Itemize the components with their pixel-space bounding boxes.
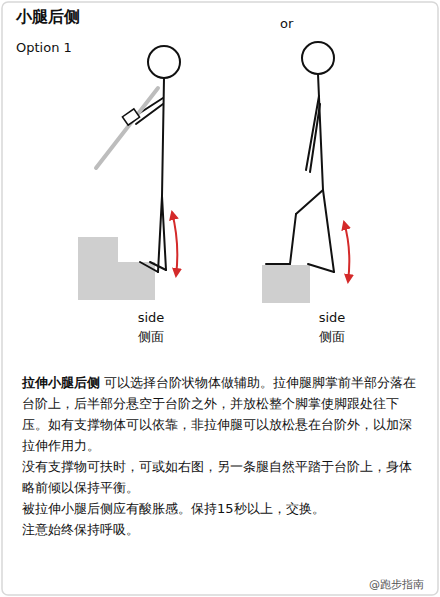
instruction: 没有支撑物可扶时，可或如右图，另一条腿自然平踏于台阶上，身体略前倾以保持平衡。 [22, 459, 412, 495]
paragraph: 被拉伸小腿后侧应有酸胀感。保持15秒以上，交换。 [22, 498, 424, 519]
hand [122, 109, 139, 125]
option-label: Option 1 [16, 40, 72, 55]
instruction: 注意始终保持呼吸。 [22, 522, 139, 537]
stick-figure [266, 42, 334, 272]
step-block [78, 237, 155, 300]
instruction-text: 拉伸小腿后侧可以选择台阶状物体做辅助。拉伸腿脚掌前半部分落在台阶上，后半部分悬空… [22, 372, 424, 540]
view-label: side [138, 310, 165, 325]
view-label: side [319, 310, 346, 325]
instruction: 被拉伸小腿后侧应有酸胀感。保持15秒以上，交换。 [22, 501, 325, 516]
lead-phrase: 拉伸小腿后侧 [22, 375, 100, 390]
support-stick [96, 88, 158, 168]
title: 小腿后侧 [16, 7, 80, 28]
view-label: 侧面 [319, 328, 345, 346]
watermark: @跑步指南 [369, 577, 424, 592]
step-block [262, 265, 310, 303]
view-label: 侧面 [138, 328, 164, 346]
paragraph: 没有支撑物可扶时，可或如右图，另一条腿自然平踏于台阶上，身体略前倾以保持平衡。 [22, 456, 424, 498]
stretch-arrow [344, 222, 349, 282]
paragraph: 拉伸小腿后侧可以选择台阶状物体做辅助。拉伸腿脚掌前半部分落在台阶上，后半部分悬空… [22, 372, 424, 456]
or-label: or [280, 16, 293, 31]
stick-figure [132, 46, 180, 272]
paragraph: 注意始终保持呼吸。 [22, 519, 424, 540]
stretch-arrow [172, 212, 177, 276]
